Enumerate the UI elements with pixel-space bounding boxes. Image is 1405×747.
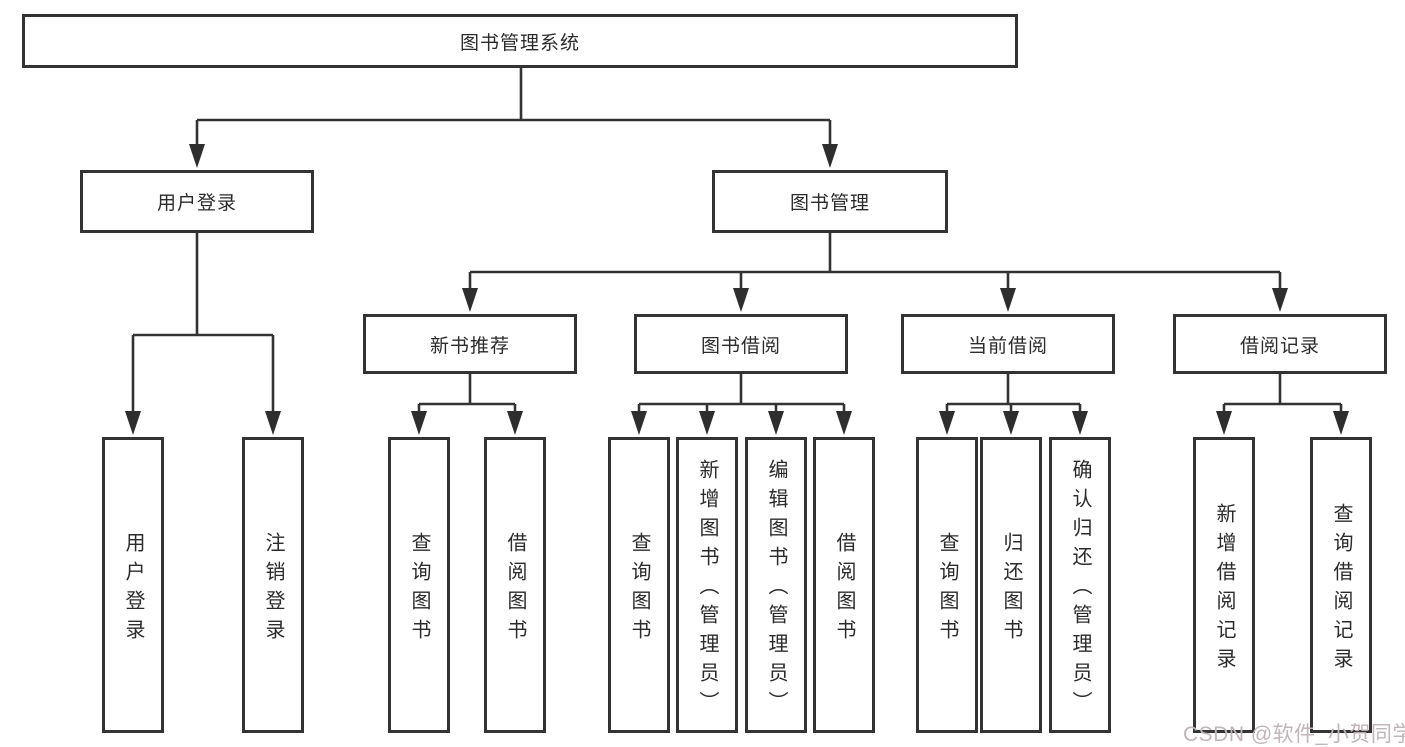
leaf-label: 借阅图书 — [833, 531, 855, 648]
node-label: 用户登录 — [156, 193, 237, 214]
node-current-borrow: 当前借阅 — [901, 314, 1115, 374]
node-new-book-recommend: 新书推荐 — [363, 314, 577, 374]
leaf-query-book-1: 查询图书 — [388, 437, 450, 733]
leaf-label: 确认归还（管理员） — [1069, 459, 1091, 720]
csdn-watermark: CSDN @软件_小贺同学 — [1183, 723, 1405, 746]
leaf-label: 查询图书 — [936, 531, 958, 648]
leaf-label: 查询图书 — [408, 531, 430, 648]
node-borrow-record: 借阅记录 — [1173, 314, 1387, 374]
node-label: 新书推荐 — [429, 335, 510, 357]
leaf-borrow-book-1: 借阅图书 — [484, 437, 546, 733]
leaf-label: 查询图书 — [628, 531, 650, 648]
node-book-management: 图书管理 — [712, 170, 948, 233]
leaf-edit-book-admin: 编辑图书（管理员） — [745, 437, 807, 733]
node-label: 图书借阅 — [700, 335, 781, 357]
leaf-label: 新增图书（管理员） — [696, 459, 718, 720]
node-library-system: 图书管理系统 — [22, 14, 1018, 68]
node-label: 借阅记录 — [1239, 335, 1320, 357]
leaf-label: 查询借阅记录 — [1330, 502, 1352, 677]
leaf-add-book-admin: 新增图书（管理员） — [676, 437, 738, 733]
leaf-label: 归还图书 — [1000, 531, 1022, 648]
leaf-add-borrow-record: 新增借阅记录 — [1193, 437, 1255, 733]
leaf-query-book-3: 查询图书 — [916, 437, 978, 733]
node-book-borrow: 图书借阅 — [634, 314, 848, 374]
node-label: 图书管理系统 — [459, 32, 580, 54]
leaf-logout: 注销登录 — [242, 437, 304, 733]
arrowhead-group — [125, 144, 1349, 435]
node-user-login: 用户登录 — [80, 170, 314, 233]
leaf-label: 注销登录 — [262, 531, 284, 648]
leaf-label: 编辑图书（管理员） — [765, 459, 787, 720]
leaf-label: 借阅图书 — [504, 531, 526, 648]
leaf-query-book-2: 查询图书 — [608, 437, 670, 733]
node-label: 图书管理 — [789, 193, 870, 214]
leaf-user-login: 用户登录 — [102, 437, 164, 733]
node-label: 当前借阅 — [967, 335, 1048, 357]
leaf-label: 新增借阅记录 — [1213, 502, 1235, 677]
leaf-query-borrow-record: 查询借阅记录 — [1310, 437, 1372, 733]
leaf-label: 用户登录 — [122, 531, 144, 648]
leaf-confirm-return-admin: 确认归还（管理员） — [1049, 437, 1111, 733]
leaf-return-book: 归还图书 — [980, 437, 1042, 733]
leaf-borrow-book-2: 借阅图书 — [813, 437, 875, 733]
